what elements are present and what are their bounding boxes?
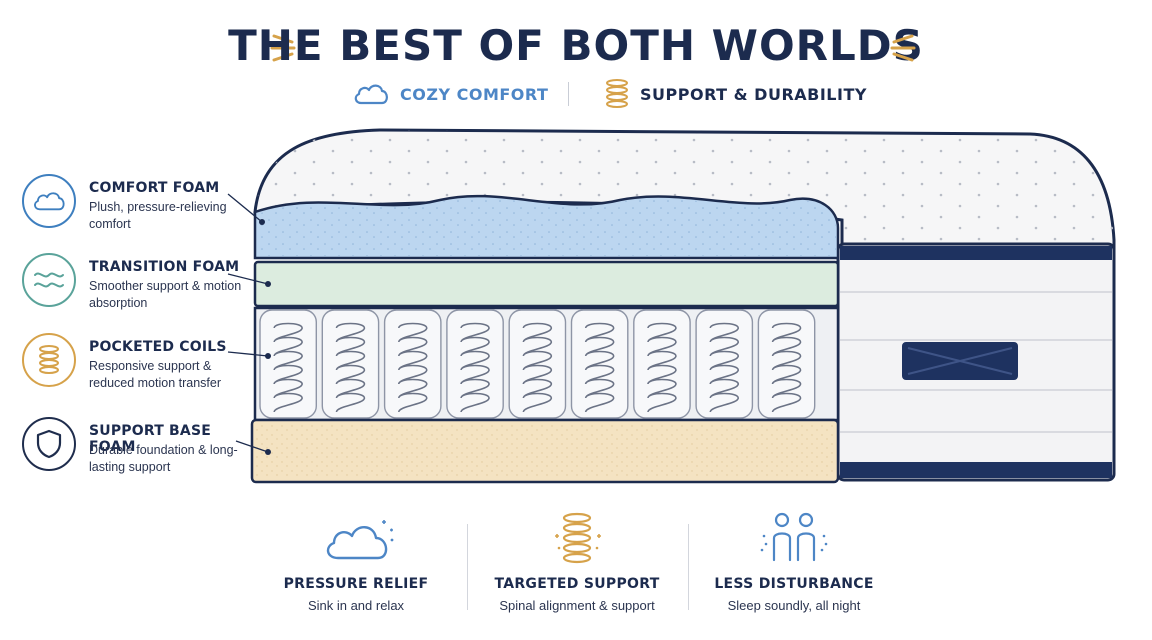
cloud-icon [34, 192, 65, 211]
benefit-desc: Sleep soundly, all night [727, 598, 861, 613]
coil-icon [555, 512, 601, 564]
legend-title: POCKETED COILS [89, 339, 227, 355]
sparkle-right-icon [890, 34, 916, 62]
subtitle-right-label: SUPPORT & DURABILITY [640, 84, 867, 104]
cloud-icon [354, 84, 388, 105]
coil-icon [39, 345, 59, 374]
coil-pocket [321, 309, 380, 419]
legend-circle [22, 417, 76, 471]
cloud-sparkle-icon [326, 520, 394, 560]
legend-support-base-foam: SUPPORT BASE FOAM Durable foundation & l… [22, 417, 262, 489]
layer-transition-foam [253, 260, 840, 308]
subtitle-row: COZY COMFORT SUPPORT & DURABILITY [0, 78, 1152, 110]
subtitle-cozy-comfort: COZY COMFORT [352, 78, 548, 110]
legend-circle [22, 174, 76, 228]
benefit-less-disturbance: LESS DISTURBANCE Sleep soundly, all nigh… [684, 510, 904, 620]
benefit-desc: Spinal alignment & support [499, 598, 655, 613]
coil-spring [709, 322, 740, 413]
benefit-divider [688, 524, 689, 610]
sparkle-left-icon [270, 34, 296, 62]
coil-icon [606, 79, 628, 108]
subtitle-divider [568, 82, 569, 106]
coil-spring [273, 322, 303, 413]
coil-spring [584, 322, 615, 413]
coil-pocket [259, 309, 317, 419]
coil-pocket [633, 309, 691, 419]
legend-transition-foam: TRANSITION FOAM Smoother support & motio… [22, 253, 262, 325]
benefit-title: LESS DISTURBANCE [714, 576, 874, 592]
legend-desc: Plush, pressure-relieving comfort [89, 200, 227, 231]
legend-circle [22, 253, 76, 307]
legend-desc: Responsive support & reduced motion tran… [89, 359, 222, 390]
coil-spring [771, 322, 802, 413]
coil-spring [647, 322, 677, 413]
waves-icon [34, 272, 64, 288]
leader-transition-foam [227, 273, 269, 285]
coil-pocket [695, 309, 754, 419]
coil-pocket [446, 309, 504, 419]
legend-desc: Smoother support & motion absorption [89, 279, 242, 310]
subtitle-support-durability: SUPPORT & DURABILITY [604, 78, 867, 110]
coil-spring [460, 322, 490, 413]
shield-icon [36, 429, 62, 459]
leader-pocketed-coils [227, 351, 269, 357]
legend-desc: Durable foundation & long-lasting suppor… [89, 443, 238, 474]
coil-spring [335, 322, 366, 413]
benefit-pressure-relief: PRESSURE RELIEF Sink in and relax [246, 510, 466, 620]
benefit-title: PRESSURE RELIEF [283, 576, 429, 592]
coil-pocket [508, 309, 567, 419]
coil-pocket [570, 309, 629, 419]
benefit-targeted-support: TARGETED SUPPORT Spinal alignment & supp… [467, 510, 687, 620]
legend-comfort-foam: COMFORT FOAM Plush, pressure-relieving c… [22, 174, 262, 246]
benefit-divider [467, 524, 468, 610]
leader-support-base-foam [235, 440, 269, 453]
page-title: THE BEST OF BOTH WORLDS [228, 21, 924, 70]
benefit-title: TARGETED SUPPORT [494, 576, 660, 592]
legend-title: SUPPORT BASE FOAM [89, 423, 212, 455]
coil-pocket [383, 309, 442, 419]
coil-pocket [757, 309, 816, 419]
benefit-desc: Sink in and relax [307, 598, 405, 613]
leader-comfort-foam [227, 193, 263, 223]
legend-pocketed-coils: POCKETED COILS Responsive support & redu… [22, 333, 262, 405]
coil-group [259, 309, 816, 419]
legend-circle [22, 333, 76, 387]
coil-spring [397, 322, 428, 413]
legend-title: COMFORT FOAM [89, 180, 220, 196]
legend-title: TRANSITION FOAM [89, 259, 240, 275]
coil-spring [522, 322, 553, 413]
people-icon [760, 512, 828, 562]
title-row: THE BEST OF BOTH WORLDS [0, 18, 1152, 74]
subtitle-left-label: COZY COMFORT [400, 84, 549, 104]
